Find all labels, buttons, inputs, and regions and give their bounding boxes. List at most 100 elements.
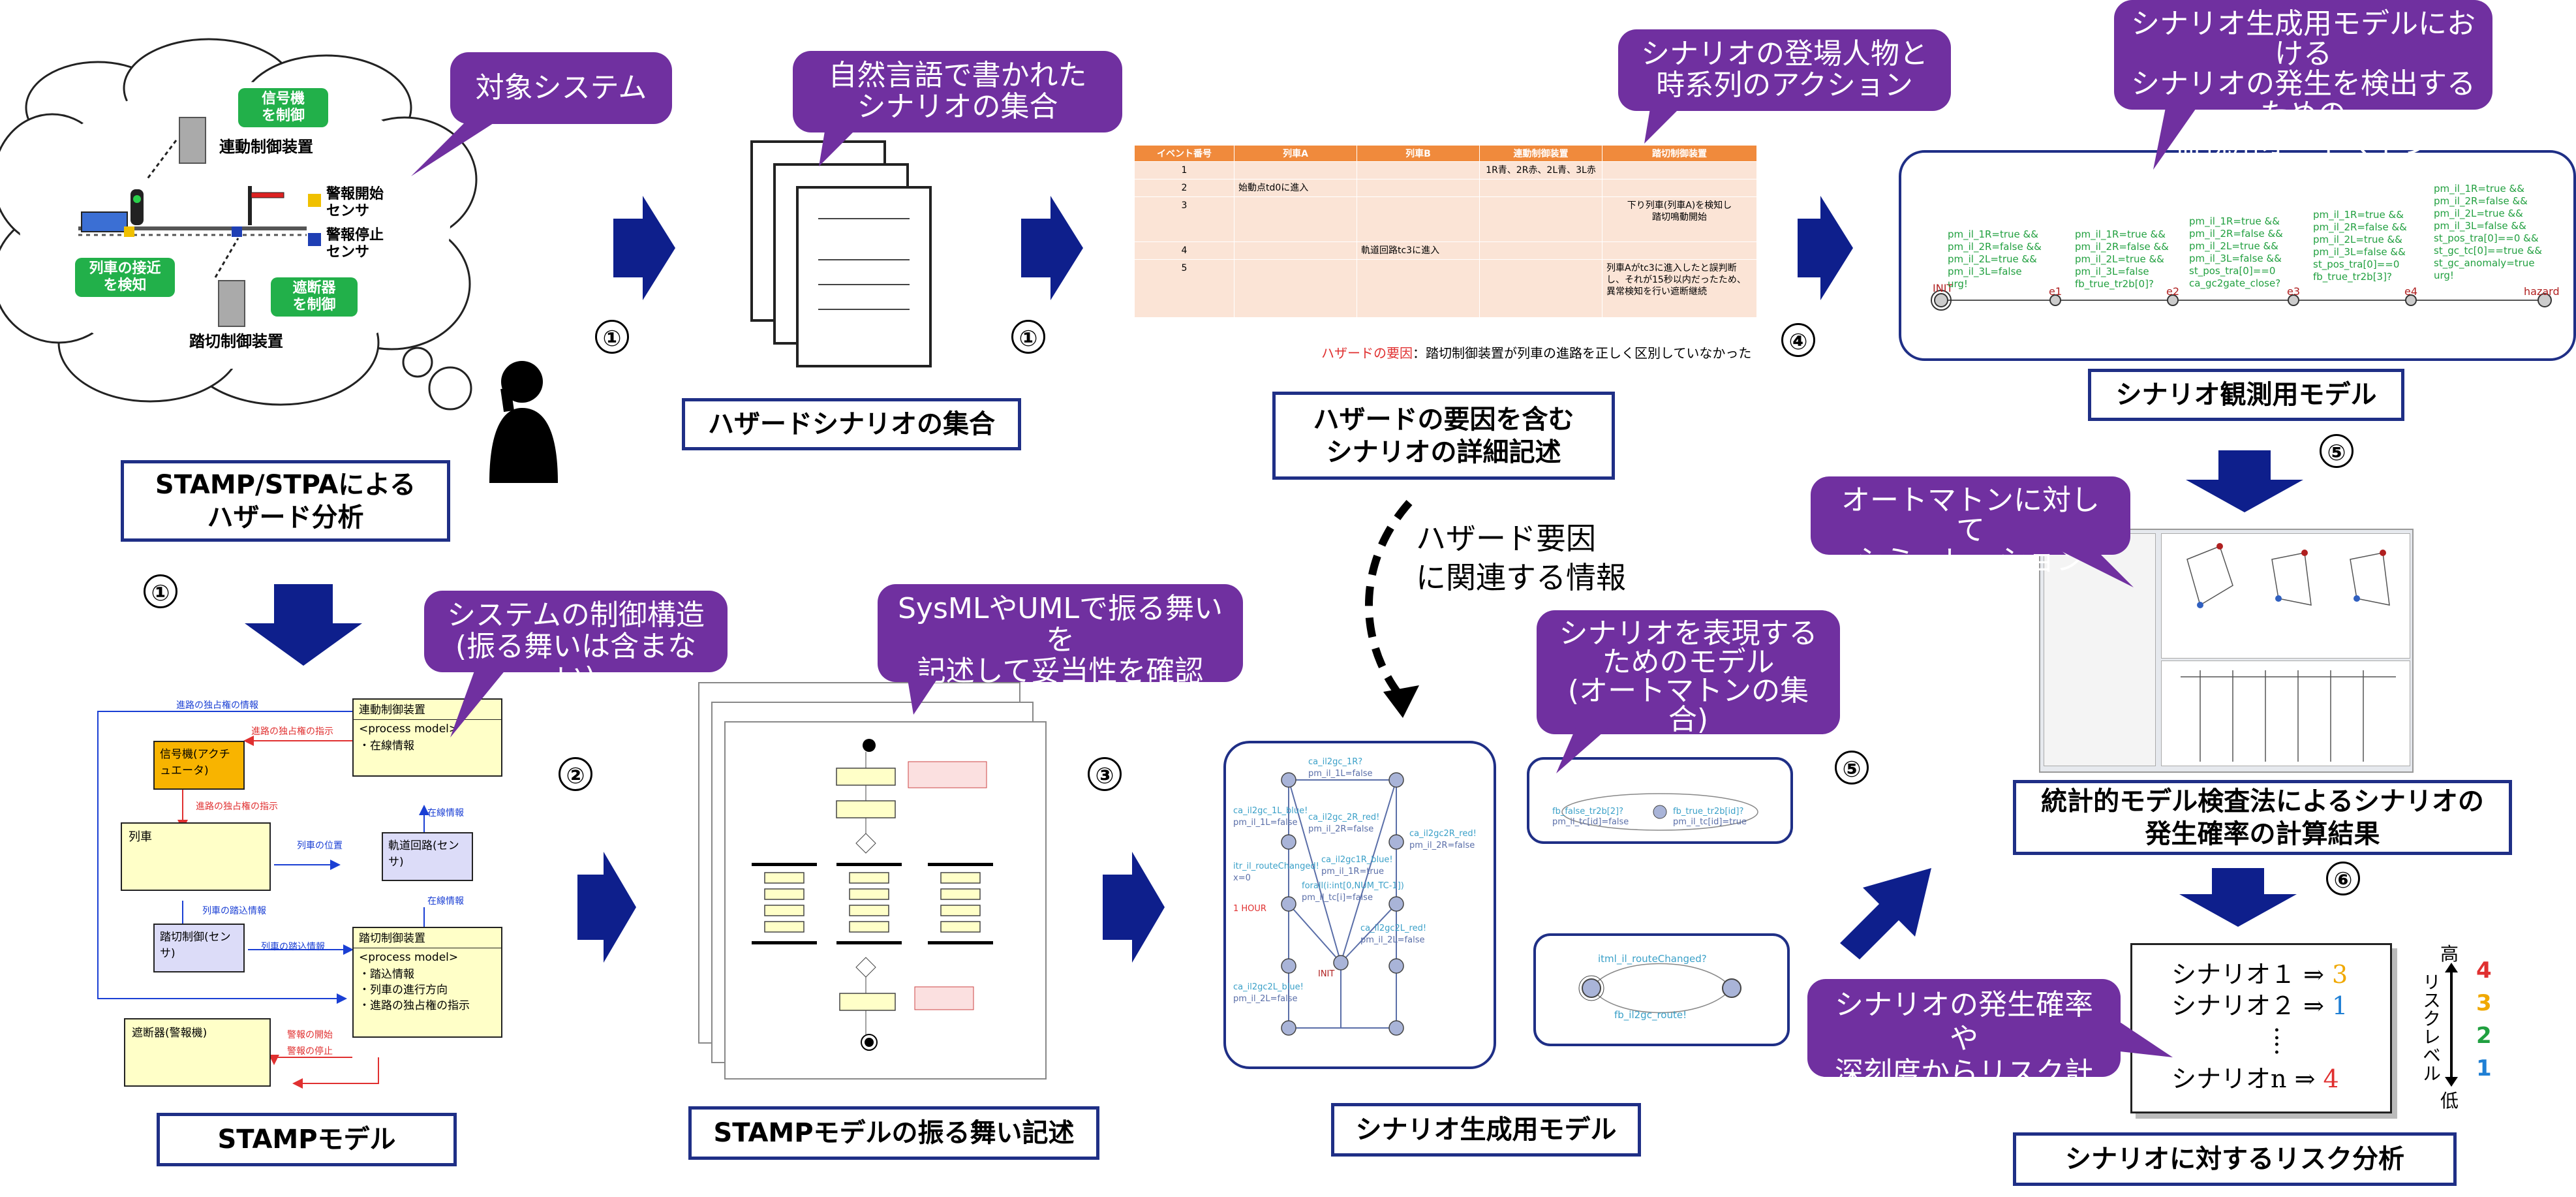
cloud-signal-ctrl-badge: 信号機 を制御 — [238, 88, 328, 127]
gen-model-diagram — [1281, 772, 1404, 1036]
gen-model-panel — [1223, 741, 1496, 1069]
hazard-cause-line: ハザードの要因：踏切制御装置が列車の進路を正しく区別していなかった — [1321, 345, 1752, 361]
label-observe-model: シナリオ観測用モデル — [2088, 369, 2404, 421]
flow-arrow-down-2 — [2186, 450, 2303, 512]
step-number: ⑤ — [2320, 434, 2354, 468]
doc-page-front — [796, 186, 932, 367]
flow-arrow-4 — [577, 852, 636, 963]
risk-scale-arrow — [2445, 963, 2458, 1087]
stamp-crossing-ctrl-box: 踏切制御装置 <process model> ・踏込情報 ・列車の進行方向 ・進… — [352, 927, 502, 1038]
risk-results-card: シナリオ１ ⇒ 3 シナリオ２ ⇒ 1 : : シナリオn ⇒ 4 — [2130, 943, 2392, 1113]
step-number: ④ — [1781, 323, 1815, 357]
label-stamp-stpa: STAMP/STPAによる ハザード分析 — [121, 460, 450, 542]
callout-tail — [450, 666, 509, 738]
risk-scale-levels: 4 3 2 1 — [2476, 957, 2492, 1081]
callout-tail — [411, 117, 502, 176]
observer-guard: pm_il_1R=true && pm_il_2R=false && pm_il… — [2434, 183, 2542, 281]
stamp-track-circuit-box: 軌道回路(センサ) — [382, 832, 473, 881]
label-smc-result: 統計的モデル検査法によるシナリオの 発生確率の計算結果 — [2013, 780, 2512, 855]
cloud-barrier-badge: 遮断器 を制御 — [271, 277, 358, 317]
table-row: 1 1R青、2R赤、2L青、3L赤 — [1134, 161, 1757, 179]
callout-nl-scenarios: 自然言語で書かれた シナリオの集合 — [793, 51, 1122, 132]
flow-arrow-1 — [613, 196, 675, 300]
stamp-arrow-label: 進路の独占権の指示 — [196, 801, 278, 812]
step-number: ① — [1011, 320, 1045, 354]
observer-state-label: hazard — [2524, 285, 2560, 298]
table-header: 列車B — [1357, 145, 1480, 162]
risk-scale-high: 高 — [2440, 943, 2459, 965]
gen-model-labels: ca_il2gc_1R? pm_il_1L=false ca_il2gc_1L_… — [1233, 757, 1477, 1004]
step-number: ⑤ — [1835, 751, 1869, 785]
cloud-interlock-label: 連動制御装置 — [219, 138, 313, 156]
gen-model-box2: itml_il_routeChanged? fb_il2gc_route! — [1533, 933, 1790, 1046]
risk-row: シナリオn ⇒ 4 — [2171, 1065, 2339, 1093]
flow-arrow-diag — [1840, 868, 1931, 959]
flow-arrow-2 — [1021, 196, 1083, 300]
risk-ellipsis: : — [2273, 1016, 2281, 1045]
stamp-arrow-label: 列車の踏込情報 — [261, 942, 325, 952]
flow-arrow-down-1 — [245, 584, 362, 666]
observer-guard: pm_il_1R=true && pm_il_2R=false && pm_il… — [1948, 228, 2042, 290]
callout-control-structure: システムの制御構造 (振る舞いは含まない) — [424, 591, 728, 694]
label-scenario-gen-model: シナリオ生成用モデル — [1331, 1103, 1641, 1157]
observer-guard: pm_il_1R=true && pm_il_2R=false && pm_il… — [2313, 209, 2407, 283]
label-stamp-model: STAMPモデル — [157, 1113, 457, 1166]
observer-guard: pm_il_1R=true && pm_il_2R=false && pm_il… — [2075, 228, 2169, 290]
step-number: ① — [595, 320, 629, 354]
table-row: 2 始動点td0に進入 — [1134, 179, 1757, 197]
stamp-crossing-sensor-box: 踏切制御(センサ) — [153, 924, 245, 972]
cloud-alarm-stop-label: 警報停止 センサ — [326, 227, 384, 260]
callout-simulate: オートマトンに対して シミュレーション — [1811, 476, 2130, 576]
gen-model-box1: fb_false_tr2b[2]? pm_il_tc[id]=false fb_… — [1527, 757, 1793, 844]
dashed-info-arrow — [1364, 500, 1413, 698]
table-header: 列車A — [1234, 145, 1357, 162]
step-number: ③ — [1088, 757, 1122, 791]
callout-tail — [2153, 104, 2199, 170]
stamp-barrier-box: 遮断器(警報機) — [124, 1018, 271, 1087]
step-number: ⑥ — [2326, 862, 2360, 895]
table-row: 4 軌道回路tc3に進入 — [1134, 241, 1757, 260]
stamp-arrow-label: 進路の独占権の指示 — [251, 726, 333, 737]
stamp-arrow-label: 進路の独占権の情報 — [176, 700, 258, 711]
callout-actors-actions: シナリオの登場人物と 時系列のアクション — [1618, 29, 1951, 111]
flow-arrow-down-3 — [2179, 868, 2297, 927]
stamp-arrow-label: 在線情報 — [427, 896, 464, 907]
hazard-detail-table: イベント番号 列車A 列車B 連動制御装置 踏切制御装置 1 1R青、2R赤、2… — [1134, 145, 1757, 318]
stamp-arrow-label: 警報の開始 — [287, 1030, 333, 1040]
callout-tail — [2055, 548, 2134, 587]
risk-ellipsis: : — [2273, 1031, 2281, 1059]
risk-row: シナリオ１ ⇒ 3 — [2171, 960, 2348, 989]
callout-monitor-automaton: シナリオ生成用モデルにおける シナリオの発生を検出するための 監視用オートマトン — [2114, 0, 2492, 159]
observer-automaton-diagram — [1931, 290, 2552, 311]
callout-sysml-uml: SysMLやUMLで振る舞いを 記述して妥当性を確認 — [878, 584, 1243, 687]
step-number: ① — [144, 574, 177, 608]
observer-guard: pm_il_1R=true && pm_il_2R=false && pm_il… — [2189, 215, 2283, 289]
stamp-interlock-box: 連動制御装置 <process model> ・在線情報 — [352, 698, 502, 777]
flow-arrow-5 — [1103, 852, 1165, 963]
callout-target-system: 対象システム — [450, 52, 672, 124]
cloud-crossing-label: 踏切制御装置 — [189, 332, 283, 350]
callout-risk-calc: シナリオの発生確率や 深刻度からリスク計算 — [1807, 979, 2121, 1123]
callout-tail — [2114, 1018, 2173, 1057]
hazard-info-text: ハザード要因 に関連する情報 — [1416, 521, 1626, 595]
stamp-arrow-label: 在線情報 — [427, 808, 464, 818]
observer-state-label: e2 — [2166, 285, 2180, 298]
callout-model-for-scenario: シナリオを表現する ためのモデル (オートマトンの集合) — [1537, 610, 1840, 734]
stamp-arrow-label: 警報の停止 — [287, 1046, 333, 1057]
label-stamp-behavior: STAMPモデルの振る舞い記述 — [688, 1106, 1099, 1160]
observer-automaton-panel — [1899, 150, 2576, 361]
table-header: イベント番号 — [1134, 145, 1234, 162]
risk-scale-low: 低 — [2440, 1090, 2459, 1112]
stamp-train-box: 列車 — [121, 822, 271, 891]
observer-state-label: e1 — [2049, 285, 2062, 298]
observer-state-label: e4 — [2404, 285, 2418, 298]
stamp-arrow-label: 列車の位置 — [297, 841, 343, 851]
stamp-signal-box: 信号機(アクチュエータ) — [153, 741, 245, 790]
observer-state-label: INIT — [1933, 282, 1954, 294]
table-header: 踏切制御装置 — [1602, 145, 1757, 162]
activity-frame-front — [724, 721, 1047, 1080]
table-header: 連動制御装置 — [1479, 145, 1602, 162]
cloud-alarm-start-label: 警報開始 センサ — [326, 186, 384, 219]
label-hazard-set: ハザードシナリオの集合 — [682, 398, 1021, 450]
